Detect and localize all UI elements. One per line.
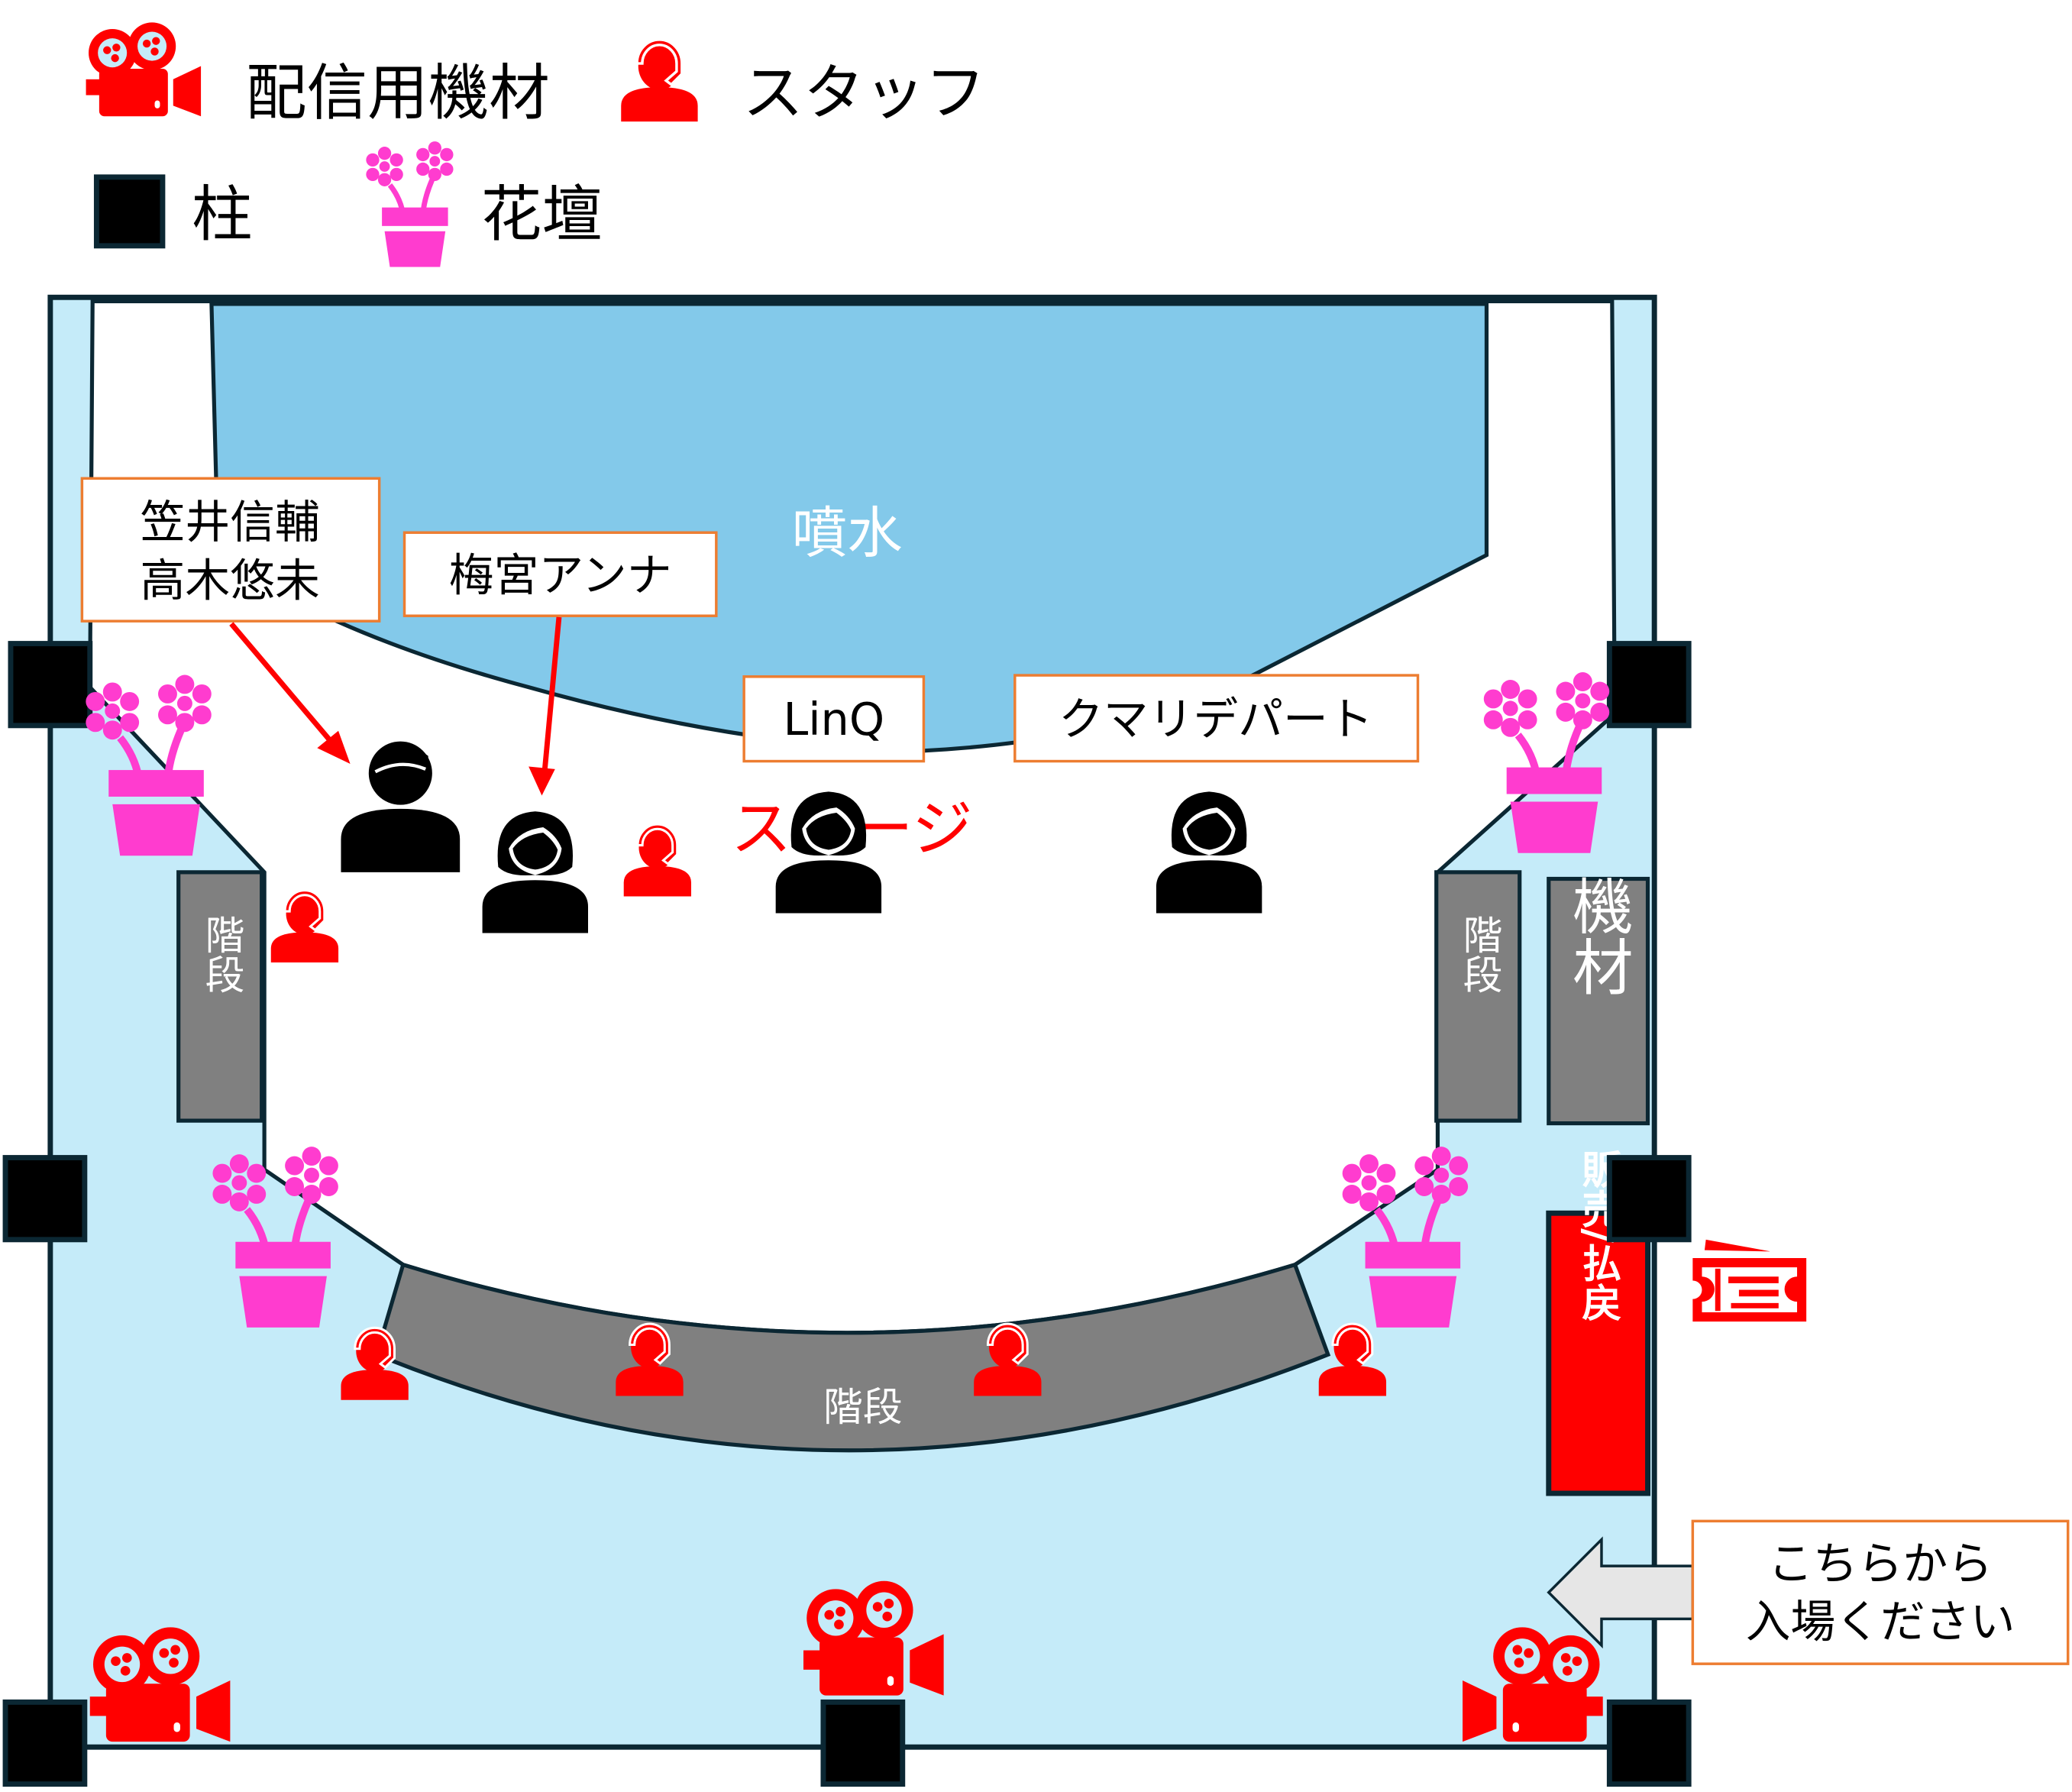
equipment-label: 機材 [1562, 875, 1633, 996]
arrow-line [229, 622, 335, 746]
label-kasai-line1: 笠井信輔 [141, 496, 320, 548]
pillar [5, 1702, 85, 1784]
label-box-kasai [80, 477, 381, 623]
legend: 配信用機材 スタッフ 柱 花壇 [86, 22, 986, 267]
pointer-arrows [229, 616, 562, 796]
fountain-label: 噴水 [791, 502, 902, 566]
stairs-bottom-label: 階段 [823, 1385, 903, 1431]
staff-icon [619, 38, 700, 123]
arrow-line [541, 616, 562, 774]
legend-camera-label: 配信用機材 [246, 57, 550, 128]
arrow-head [317, 730, 351, 764]
sales-booth [1546, 1210, 1650, 1496]
stairs-bottom [374, 1262, 1331, 1453]
legend-staff-label: スタッフ [742, 57, 985, 128]
pillar [1609, 1158, 1689, 1240]
entrance-line1: こちらから [1768, 1537, 1993, 1590]
entrance-label-box [1691, 1519, 2070, 1665]
pillar-icon [93, 174, 166, 249]
label-kumari: クマリデパート [1059, 693, 1373, 746]
equipment-area [1547, 876, 1650, 1126]
legend-flower-label: 花壇 [481, 179, 603, 250]
legend-pillar-label: 柱 [192, 179, 253, 250]
pillar [1609, 1702, 1689, 1784]
entrance-line2: 入場ください [1746, 1596, 2015, 1648]
label-kasai-line2: 高木悠未 [141, 554, 320, 606]
label-box-umemiya [402, 531, 718, 617]
ticket-icon [1692, 1239, 1807, 1322]
camera-icon [86, 22, 202, 117]
flower-icon [366, 141, 453, 267]
stairs-left-label: 階段 [198, 914, 244, 994]
label-linq: LinQ [783, 693, 884, 746]
label-umemiya: 梅宮アンナ [449, 548, 672, 601]
stairs-right [1434, 870, 1522, 1123]
label-box-kumari [1013, 674, 1420, 763]
label-box-linq [742, 675, 926, 763]
stairs-right-label: 階段 [1456, 914, 1501, 994]
stairs-left [176, 870, 264, 1123]
pillar [5, 1158, 85, 1240]
arrow-head [529, 766, 555, 796]
pillar [1609, 644, 1689, 726]
pillar [823, 1702, 903, 1784]
pillar [11, 644, 90, 726]
